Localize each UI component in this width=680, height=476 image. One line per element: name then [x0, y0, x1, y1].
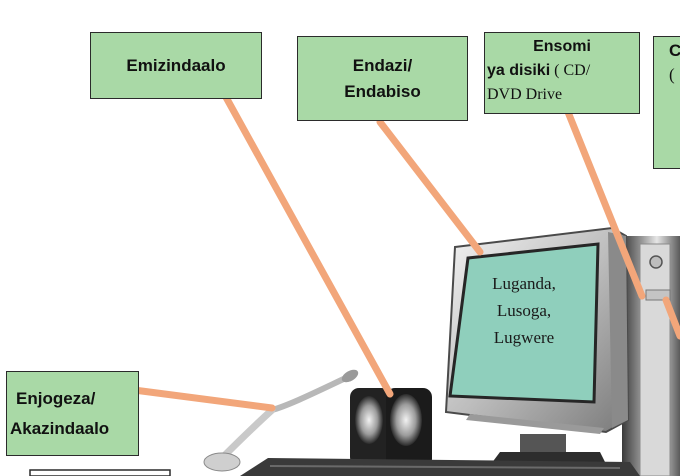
label-speakers-text: Emizindaalo [126, 55, 226, 75]
label-cd-regular: ( CD/ [550, 62, 591, 79]
label-monitor-line2: Endabiso [344, 81, 421, 101]
screen-line-lusoga: Lusoga, [496, 301, 552, 320]
label-cd-line3: DVD Drive [487, 86, 563, 103]
monitor-screen-text: Luganda, Lusoga, Lugwere [458, 270, 590, 351]
label-speakers: Emizindaalo [90, 32, 262, 99]
pointer-speakers [218, 86, 394, 398]
label-cd-bold: ya disiki [487, 62, 551, 79]
pointer-lines [130, 86, 680, 412]
label-cd-line2: ya disiki ( CD/ [485, 59, 639, 83]
pointer-microphone [130, 386, 276, 412]
label-cd-line1: Ensomi [533, 38, 591, 55]
screen-line-lugwere: Lugwere [493, 328, 555, 347]
pc-tower [622, 236, 680, 476]
screen-line-luganda: Luganda, [492, 274, 556, 293]
microphone [203, 369, 359, 472]
label-partial-letter: C [669, 39, 680, 63]
label-microphone-line1: Enjogeza/ [16, 389, 96, 408]
pointer-monitor [376, 118, 484, 256]
label-monitor: Endazi/ Endabiso [297, 36, 468, 121]
label-partial-paren: ( [669, 65, 675, 84]
monitor [444, 226, 630, 476]
label-cd-drive: Ensomi ya disiki ( CD/ DVD Drive [484, 32, 640, 114]
label-monitor-line1: Endazi/ [352, 55, 413, 75]
label-partial-right: C ( [653, 36, 680, 169]
label-microphone: Enjogeza/ Akazindaalo [6, 371, 139, 456]
pointer-cd-drive [564, 108, 646, 300]
speakers [350, 388, 432, 468]
label-microphone-line2: Akazindaalo [10, 419, 110, 438]
keyboard [29, 458, 640, 476]
pointer-right [662, 296, 680, 340]
